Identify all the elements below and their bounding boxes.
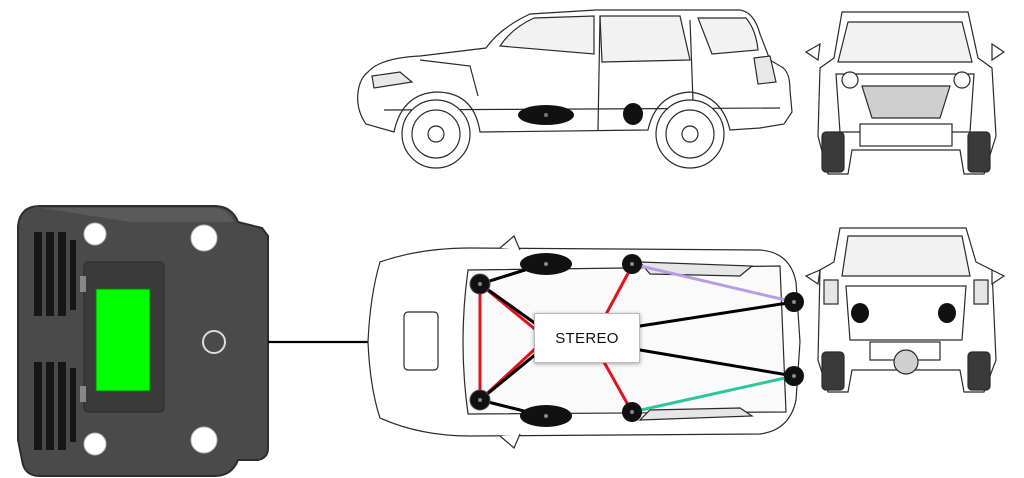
head-unit-vents-bottom (34, 362, 76, 450)
vehicle-side-view (357, 9, 793, 169)
side-door-speaker-center (544, 113, 548, 117)
stereo-label-box: STEREO (534, 313, 640, 363)
head-unit-vents-top (34, 232, 76, 316)
wiring-purple (631, 262, 795, 304)
rear-view-speaker-left (851, 303, 869, 323)
head-unit (17, 205, 269, 477)
stereo-label: STEREO (555, 329, 619, 347)
mount-hole-bottom-left (83, 432, 107, 456)
speaker-nodes (469, 253, 804, 427)
head-unit-knob (202, 330, 226, 354)
mount-hole-bottom-right (190, 426, 218, 454)
head-unit-screen (95, 288, 151, 392)
mount-hole-top-right (190, 224, 218, 252)
head-unit-slot-left (80, 276, 86, 292)
mount-hole-top-left (83, 222, 107, 246)
vehicle-rear-view (804, 227, 1006, 393)
side-rear-speaker (623, 103, 643, 125)
vehicle-front-view (804, 11, 1006, 175)
rear-view-speaker-right (938, 303, 956, 323)
head-unit-slot-right (80, 386, 86, 402)
wiring-teal (631, 374, 795, 414)
head-unit-top-edge (42, 208, 234, 222)
